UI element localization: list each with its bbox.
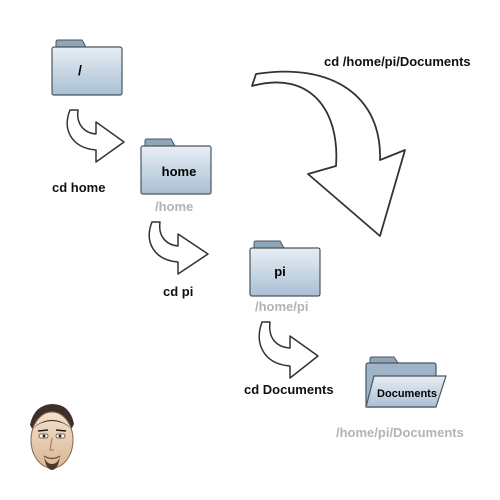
command-cd-pi: cd pi: [163, 284, 194, 299]
folder-icon-pi[interactable]: [249, 240, 321, 297]
folder-icon-home[interactable]: [140, 138, 212, 195]
curved-arrow-icon-cd-documents: [258, 321, 319, 379]
curved-arrow-icon-absolute: [251, 70, 406, 237]
path-label-home: /home: [155, 199, 194, 214]
command-cd-documents: cd Documents: [244, 382, 334, 397]
path-label-documents: /home/pi/Documents: [336, 425, 464, 440]
open-folder-icon-documents[interactable]: [365, 356, 447, 408]
folder-label-pi: pi: [274, 264, 286, 279]
curved-arrow-icon-cd-home: [66, 109, 125, 163]
folder-label-home: home: [161, 164, 197, 179]
folder-label-root: /: [78, 62, 82, 78]
command-cd-absolute: cd /home/pi/Documents: [324, 54, 471, 69]
curved-arrow-icon-cd-pi: [148, 221, 209, 275]
path-label-pi: /home/pi: [255, 299, 309, 314]
avatar: [30, 404, 74, 470]
command-cd-home: cd home: [52, 180, 106, 195]
folder-icon-root[interactable]: [51, 39, 123, 96]
folder-label-documents: Documents: [377, 388, 437, 400]
